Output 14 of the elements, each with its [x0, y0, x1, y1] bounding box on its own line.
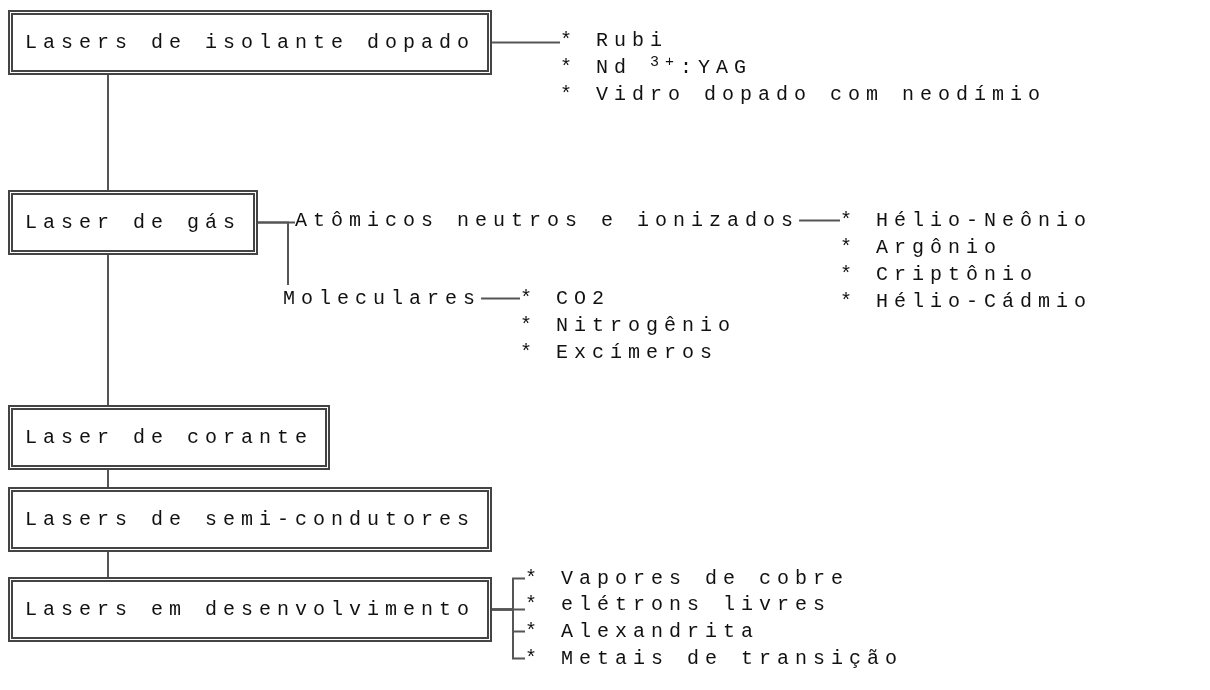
laser-type-box: Lasers em desenvolvimento [8, 577, 493, 642]
connector-line [480, 297, 521, 300]
connector-line [798, 219, 841, 222]
connector-line [491, 41, 561, 44]
laser-type-box: Lasers de isolante dopado [8, 10, 493, 75]
connector-line [491, 608, 526, 660]
connector-line [107, 469, 109, 488]
connector-line [107, 551, 109, 578]
laser-type-box: Laser de corante [8, 405, 331, 470]
laser-type-box: Laser de gás [8, 190, 259, 255]
laser-type-box: Lasers de semi-condutores [8, 487, 493, 552]
connector-line [257, 221, 289, 286]
connector-line [107, 74, 109, 191]
connector-line [107, 254, 109, 406]
